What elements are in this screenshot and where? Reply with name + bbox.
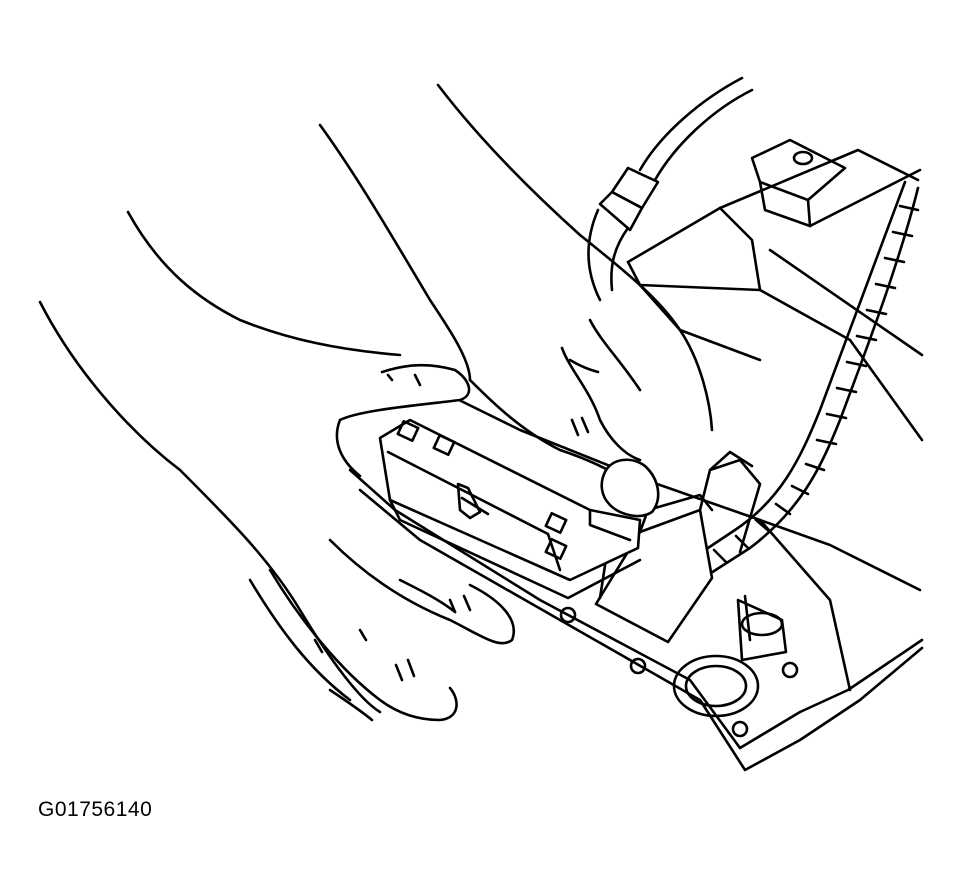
figure-code: G01756140 — [38, 798, 153, 821]
housing-bracket — [626, 138, 924, 442]
left-hand — [38, 210, 515, 722]
selector-lever — [594, 450, 762, 644]
wiring-harness — [688, 180, 920, 582]
connector-module — [378, 418, 642, 600]
right-hand — [318, 83, 714, 518]
bore-housing — [672, 594, 788, 718]
cable — [587, 76, 754, 302]
